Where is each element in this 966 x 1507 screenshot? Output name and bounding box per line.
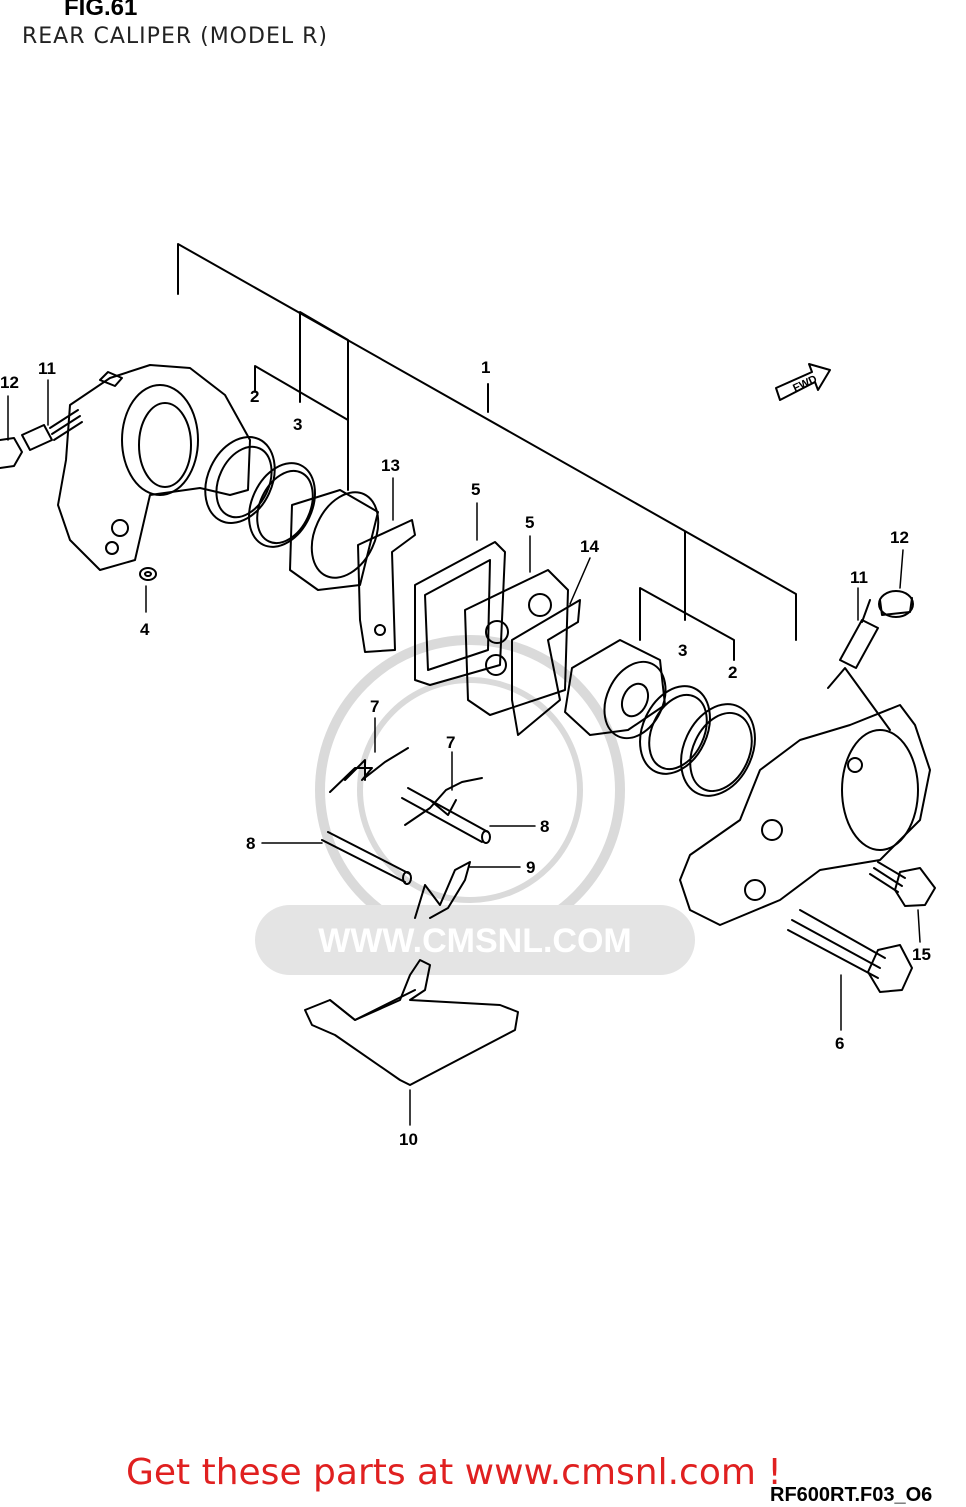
piston-seal-right xyxy=(680,703,756,797)
figure-title: FIG.61 xyxy=(64,0,138,21)
callout-7-first: 7 xyxy=(370,697,379,716)
left-caliper-body xyxy=(57,364,251,571)
caliper-bolt-15 xyxy=(869,861,936,907)
dust-seal-right xyxy=(639,685,711,775)
fwd-label: FWD xyxy=(791,373,819,394)
callout-2-right: 2 xyxy=(728,663,737,682)
callout-labels: 12 11 2 3 1 13 5 5 14 4 3 2 12 11 7 7 8 … xyxy=(0,358,931,1149)
callout-12-left: 12 xyxy=(0,373,19,392)
bleed-valve-right xyxy=(827,599,891,731)
pad-pin-2 xyxy=(321,831,412,885)
callout-1: 1 xyxy=(481,358,490,377)
pad-spring xyxy=(414,861,471,919)
pad-shim-2 xyxy=(511,599,581,736)
get-parts-link[interactable]: Get these parts at www.cmsnl.com ! xyxy=(126,1452,782,1493)
callout-3-left: 3 xyxy=(293,415,302,434)
callout-6: 6 xyxy=(835,1034,844,1053)
callout-3-right: 3 xyxy=(678,641,687,660)
figure-subtitle: REAR CALIPER (MODEL R) xyxy=(22,24,328,49)
brake-pad-1 xyxy=(414,541,506,686)
right-caliper-body xyxy=(679,704,931,926)
bleed-valve-left xyxy=(21,409,83,451)
brake-pad-2 xyxy=(464,569,569,716)
pad-clip-2 xyxy=(404,777,483,826)
callout-15: 15 xyxy=(912,945,931,964)
leader-lines xyxy=(7,379,921,1126)
callout-12-right: 12 xyxy=(890,528,909,547)
bleed-cap-right xyxy=(878,590,914,618)
callout-4: 4 xyxy=(140,620,150,639)
callout-5-first: 5 xyxy=(471,480,480,499)
callout-11-left: 11 xyxy=(38,359,56,378)
caliper-cover xyxy=(304,959,519,1086)
callout-8-right: 8 xyxy=(540,817,549,836)
washer xyxy=(139,567,157,581)
piston-seal-left xyxy=(204,436,276,524)
watermark: WWW.CMSNL.COM xyxy=(255,635,695,975)
bleed-cap-left xyxy=(0,437,23,469)
callout-9: 9 xyxy=(526,858,535,877)
dust-seal-left xyxy=(248,462,316,548)
fwd-arrow-icon xyxy=(775,363,831,401)
callout-13: 13 xyxy=(381,456,400,475)
pad-pin-1 xyxy=(401,787,491,844)
callout-5-second: 5 xyxy=(525,513,534,532)
callout-14: 14 xyxy=(580,537,599,556)
assembly-bracket xyxy=(177,243,797,661)
callout-11-right: 11 xyxy=(850,568,868,587)
pad-clip-1 xyxy=(329,747,409,793)
pad-shim xyxy=(357,519,416,653)
watermark-text: WWW.CMSNL.COM xyxy=(318,922,632,960)
callout-10: 10 xyxy=(399,1130,418,1149)
callout-2-left: 2 xyxy=(250,387,259,406)
callout-7-second: 7 xyxy=(446,733,455,752)
drawing-code: RF600RT.F03_O6 xyxy=(770,1484,933,1506)
caliper-bolt-6 xyxy=(787,909,913,993)
callout-8-left: 8 xyxy=(246,834,255,853)
